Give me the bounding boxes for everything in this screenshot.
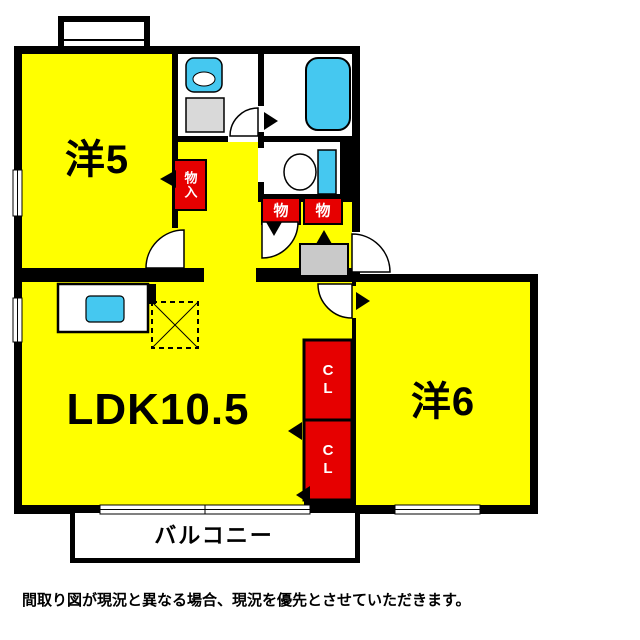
bath-door-opening	[258, 106, 264, 132]
door-swing-arcs	[145, 107, 391, 319]
bathtub-icon	[305, 57, 351, 131]
kitchen-sink-icon	[85, 295, 125, 323]
hall-to-ldk-opening	[204, 268, 256, 282]
door-triangle-yo6	[356, 292, 370, 310]
door-arc-yo6	[317, 283, 353, 319]
door-triangle-closet-top	[288, 422, 302, 440]
room-yo5-floor	[22, 54, 172, 268]
room-yo6-floor	[356, 282, 530, 505]
door-triangle-closet-bottom	[296, 486, 310, 504]
balcony-floor	[75, 513, 355, 558]
closet-label-bottom: CL	[319, 442, 337, 478]
door-triangle-monoire	[160, 170, 176, 188]
toilet-tank-icon	[317, 149, 337, 195]
placement-dashed-square-icon	[151, 301, 199, 349]
toilet-door-opening	[258, 148, 264, 182]
storage-boxes	[173, 159, 354, 502]
room-label-balcony: バルコニー	[154, 523, 274, 548]
mono-right-box	[303, 197, 343, 225]
balcony	[70, 513, 360, 563]
window-yo6-bottom	[394, 504, 481, 515]
room-label-yo6: 洋6	[410, 380, 476, 424]
stove-icon	[148, 284, 156, 304]
room-label-yo5: 洋5	[64, 138, 130, 182]
window-ldk-left	[12, 297, 23, 343]
door-triangles	[160, 112, 370, 504]
door-triangle-bath	[264, 112, 278, 130]
windows	[12, 169, 481, 515]
door-arc-hall	[261, 221, 299, 259]
window-ldk-balcony	[99, 504, 311, 515]
fixtures	[56, 57, 351, 349]
closet-label-top: CL	[319, 362, 337, 398]
door-triangle-entrance	[316, 230, 332, 244]
storage-label-monoire: 物入	[182, 171, 198, 199]
monoire-box	[173, 159, 207, 211]
washroom-door-opening	[228, 136, 258, 142]
entrance-tile	[299, 243, 349, 277]
door-arc-yo5	[145, 229, 185, 269]
mono-left-box	[261, 197, 301, 225]
window-yo5-left	[12, 169, 23, 217]
disclaimer-text: 間取り図が現況と異なる場合、現況を優先とさせていただきます。	[22, 592, 471, 609]
washing-machine-pan-icon	[185, 97, 225, 133]
door-arc-bath	[229, 107, 259, 137]
toilet-bowl-icon	[283, 153, 317, 191]
door-arc-entrance	[351, 233, 391, 273]
yo6-door-opening	[352, 286, 356, 318]
storage-label-mono-left: 物	[273, 202, 289, 220]
room-label-ldk: LDK10.5	[66, 385, 250, 434]
storage-label-mono-right: 物	[315, 202, 331, 220]
door-triangle-toilet	[266, 222, 282, 236]
